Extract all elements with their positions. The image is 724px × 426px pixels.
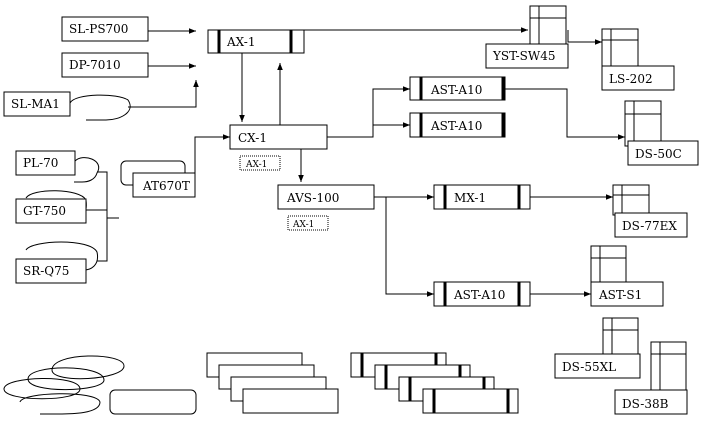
label-pl-70: PL-70 [23,156,58,170]
speaker-yst-sw45: YST-SW45 [485,5,569,69]
legend-device-stack [206,352,339,414]
node-dp-7010: DP-7010 [61,52,149,78]
label-ast-a10-bottom: AST-A10 [453,288,505,302]
label-ds-38b: DS-38B [622,397,669,411]
label-gt-750: GT-750 [23,204,66,218]
node-sr-q75: SR-Q75 [15,241,99,284]
node-sl-ma1: SL-MA1 [3,91,131,121]
speaker-ds-38b: DS-38B [614,341,688,415]
tag-avs-ax1: AX-1 [287,215,329,231]
tag-cx-ax1: AX-1 [239,155,281,171]
node-cx-1: CX-1 [229,124,328,150]
label-sl-ma1: SL-MA1 [11,97,60,111]
label-yst-sw45: YST-SW45 [492,49,555,63]
speaker-ds-55xl: DS-55XL [554,317,641,379]
speaker-ds-77ex: DS-77EX [612,184,688,238]
node-ast-a10-bottom: AST-A10 [433,281,531,307]
label-ast-a10-mid: AST-A10 [430,119,482,133]
legend-source-stack [3,355,197,415]
label-ds-77ex: DS-77EX [622,219,677,233]
node-pl-70: PL-70 [15,150,100,183]
node-at670t: AT670T [120,160,196,198]
node-gt-750: GT-750 [15,190,87,224]
label-ls-202: LS-202 [609,72,653,86]
label-avs-ax1: AX-1 [292,220,314,230]
label-ax-1: AX-1 [226,35,255,49]
label-cx-ax1: AX-1 [245,160,267,170]
connectors [86,27,625,297]
node-ast-a10-mid: AST-A10 [409,112,506,138]
label-sl-ps700: SL-PS700 [69,22,128,36]
legend-amp-stack [350,352,519,414]
label-cx-1: CX-1 [238,131,267,145]
label-at670t: AT670T [142,179,190,193]
label-sr-q75: SR-Q75 [23,264,69,278]
node-sl-ps700: SL-PS700 [61,16,149,42]
label-mx-1: MX-1 [454,191,486,205]
speaker-ls-202: LS-202 [601,28,675,91]
label-ast-a10-top: AST-A10 [430,83,482,97]
label-ast-s1: AST-S1 [598,288,642,302]
node-ax-1: AX-1 [207,29,305,54]
node-mx-1: MX-1 [433,184,531,210]
node-avs-100: AVS-100 [277,184,375,210]
node-ast-a10-top: AST-A10 [409,76,506,101]
label-avs-100: AVS-100 [286,191,339,205]
label-ds-55xl: DS-55XL [562,360,616,374]
speaker-ds-50c: DS-50C [624,100,699,166]
label-dp-7010: DP-7010 [69,58,121,72]
label-ds-50c: DS-50C [635,147,682,161]
speaker-ast-s1: AST-S1 [590,245,664,307]
